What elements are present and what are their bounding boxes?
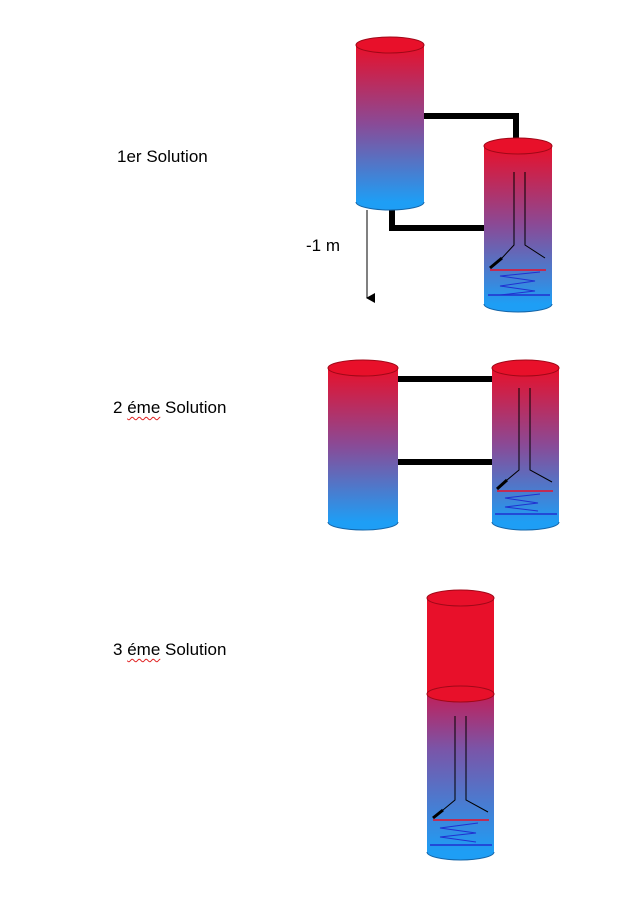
- heating-coil: [488, 269, 550, 296]
- heater-tank-right: [483, 137, 553, 313]
- solution-3-number: 3: [113, 640, 123, 659]
- height-measurement-label: -1 m: [306, 236, 340, 255]
- solution-3-text: Solution: [165, 640, 227, 659]
- heater-tank-bottom: [426, 685, 495, 861]
- solution-3-word: éme: [127, 640, 161, 659]
- heating-coil: [430, 819, 492, 846]
- solution-2-word: éme: [127, 398, 161, 417]
- solution-3-diagram: [426, 589, 495, 861]
- storage-tank-top: [426, 589, 495, 694]
- solution-1-label: 1er Solution: [117, 147, 208, 167]
- storage-tank-left: [355, 36, 425, 211]
- heating-coil: [495, 490, 557, 515]
- solution-2-text: Solution: [165, 398, 227, 417]
- solution-3-label: 3 éme Solution: [113, 640, 226, 660]
- solution-2-label: 2 éme Solution: [113, 398, 226, 418]
- solution-1-text: Solution: [146, 147, 208, 166]
- lower-pipe: [389, 205, 484, 231]
- heater-tank-right: [491, 359, 560, 531]
- solution-2-diagram: [327, 359, 560, 531]
- solution-1-number: 1er: [117, 147, 142, 166]
- solution-1-diagram: [355, 36, 553, 313]
- solution-2-number: 2: [113, 398, 123, 417]
- storage-tank-left: [327, 359, 399, 531]
